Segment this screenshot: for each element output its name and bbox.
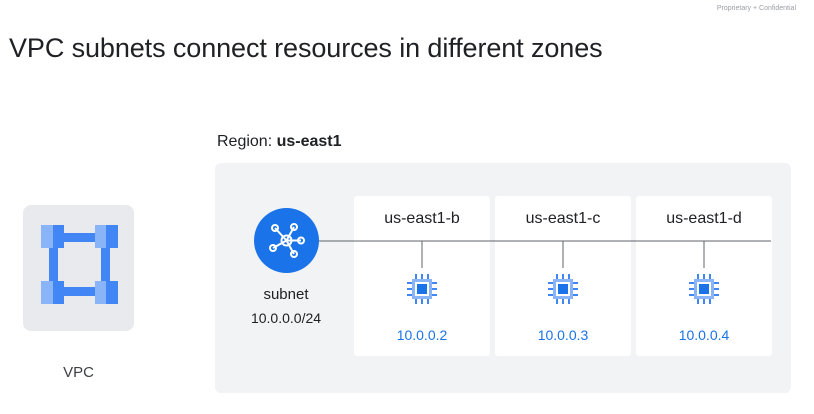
compute-chip-icon [407, 274, 437, 304]
zone-ip-address: 10.0.0.3 [537, 327, 589, 343]
subnet-hub-icon [269, 223, 305, 258]
region-prefix: Region: [217, 133, 277, 150]
zone-name: us-east1-d [666, 210, 742, 227]
zone-card-b: us-east1-b 10.0.0.2 [354, 196, 490, 356]
region-label: Region: us-east1 [217, 133, 342, 151]
vpc-card [23, 205, 134, 331]
vpc-network-icon [41, 225, 118, 304]
subnet-label: subnet [263, 286, 309, 303]
zone-name: us-east1-c [525, 210, 601, 227]
region-name: us-east1 [276, 133, 342, 150]
zone-name: us-east1-b [384, 210, 460, 227]
compute-chip-icon [548, 274, 578, 304]
zone-ip-address: 10.0.0.2 [396, 327, 448, 343]
vpc-label: VPC [63, 364, 94, 381]
zone-ip-address: 10.0.0.4 [678, 327, 730, 343]
compute-chip-icon [689, 274, 719, 304]
slide-title: VPC subnets connect resources in differe… [9, 33, 603, 63]
confidentiality-notice: Proprietary + Confidential [716, 5, 796, 12]
zone-card-d: us-east1-d 10.0.0.4 [636, 196, 772, 356]
subnet-cidr: 10.0.0.0/24 [250, 310, 322, 326]
zone-card-c: us-east1-c 10.0.0.3 [495, 196, 631, 356]
subnet-node [254, 208, 319, 273]
